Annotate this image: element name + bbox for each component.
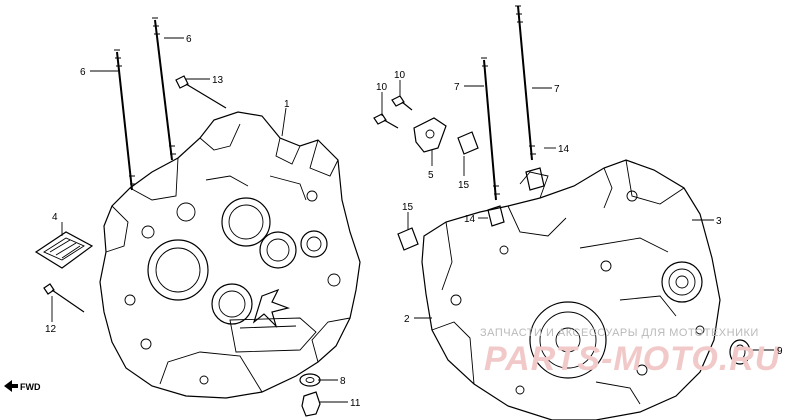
right-crankcase-half xyxy=(421,159,721,420)
callout-8: 8 xyxy=(340,376,346,387)
fwd-label: FWD xyxy=(20,382,41,392)
callout-7: 7 xyxy=(454,82,460,93)
callout-1: 1 xyxy=(284,99,290,110)
forward-direction-indicator: FWD xyxy=(4,380,41,392)
callout-6: 6 xyxy=(186,34,192,45)
left-crankcase-half xyxy=(99,111,361,399)
callout-10: 10 xyxy=(376,82,388,93)
callout-11: 11 xyxy=(350,398,361,409)
callout-14: 14 xyxy=(464,214,476,225)
callout-13: 13 xyxy=(212,75,224,86)
callout-15: 15 xyxy=(402,202,414,213)
watermark-logo-text: PARTS-MOTO.RU xyxy=(484,340,781,378)
stud-bolts xyxy=(114,5,536,201)
callout-14: 14 xyxy=(558,144,570,155)
callout-5: 5 xyxy=(428,170,434,181)
callout-9: 9 xyxy=(777,346,783,357)
part-number-labels: 6 6 13 1 4 12 8 11 10 10 5 7 7 14 15 15 … xyxy=(45,34,783,409)
callout-6: 6 xyxy=(80,67,86,78)
leader-lines xyxy=(51,37,774,403)
callout-15: 15 xyxy=(458,180,470,191)
callout-3: 3 xyxy=(716,216,722,227)
callout-7: 7 xyxy=(554,84,560,95)
callout-2: 2 xyxy=(404,314,410,325)
small-parts xyxy=(34,75,751,417)
watermark-tagline: ЗАПЧАСТИ И АКСЕССУАРЫ ДЛЯ МОТОТЕХНИКИ xyxy=(480,327,759,339)
callout-4: 4 xyxy=(52,212,58,223)
callout-12: 12 xyxy=(45,324,57,335)
callout-10: 10 xyxy=(394,70,406,81)
fwd-arrow-icon xyxy=(4,380,18,392)
watermark: ЗАПЧАСТИ И АКСЕССУАРЫ ДЛЯ МОТОТЕХНИКИ PA… xyxy=(480,327,781,378)
